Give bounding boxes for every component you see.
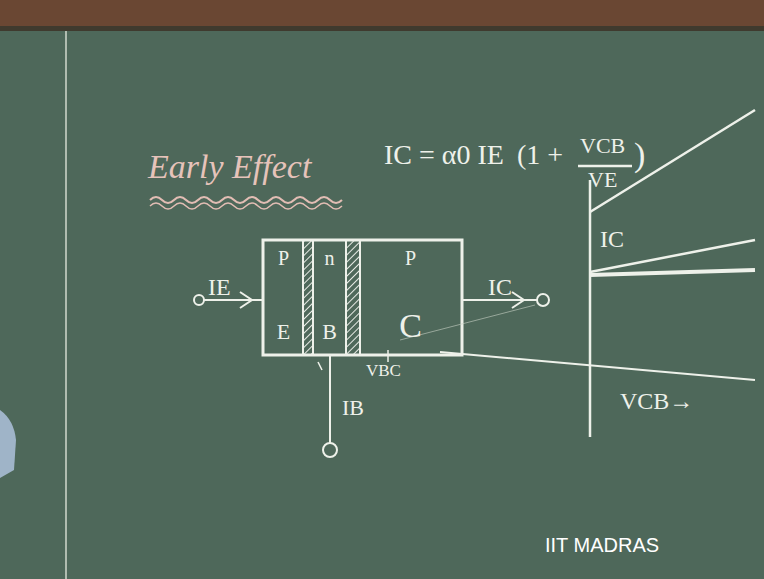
formula-numerator: VCB [580, 134, 625, 158]
voltage-label: VBC [366, 362, 401, 381]
semiconductor-region: PC [360, 241, 461, 354]
formula-denominator: VE [588, 168, 617, 192]
semiconductor-region: nB [313, 241, 346, 354]
doping-type: P [405, 247, 416, 269]
current-label: IB [342, 396, 364, 420]
axis-label: IC [600, 226, 624, 252]
formula-text: IC = α0 IE [384, 140, 504, 171]
watermark: IIT MADRAS [545, 534, 659, 556]
current-label: IE [208, 274, 231, 300]
semiconductor-region: PE [264, 241, 303, 354]
title-text: Early Effect [148, 148, 311, 185]
doping-type: n [325, 247, 335, 269]
formula-text: ) [634, 136, 645, 173]
axis-label: VCB→ [620, 388, 693, 414]
region-name: E [277, 320, 290, 344]
region-name: C [399, 307, 422, 344]
current-label: IC [488, 274, 512, 300]
doping-type: P [278, 247, 289, 269]
formula-text: (1 + [517, 140, 563, 171]
region-name: B [322, 320, 337, 344]
